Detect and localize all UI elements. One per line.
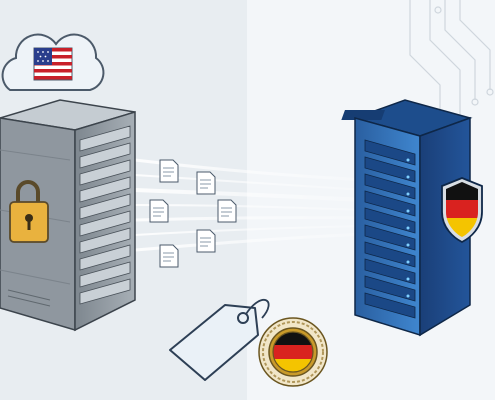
us-flag (33, 47, 73, 81)
document-icon (159, 244, 179, 268)
shield-icon (441, 177, 483, 244)
left-server-rack (0, 99, 136, 332)
tag-icon (169, 298, 270, 381)
lock-icon (9, 180, 49, 243)
right-server-tower (341, 99, 473, 337)
document-icon (159, 159, 179, 183)
document-icon (149, 199, 169, 223)
seal-icon (258, 317, 328, 387)
document-icon (196, 229, 216, 253)
document-icon (196, 171, 216, 195)
document-icon (217, 199, 237, 223)
